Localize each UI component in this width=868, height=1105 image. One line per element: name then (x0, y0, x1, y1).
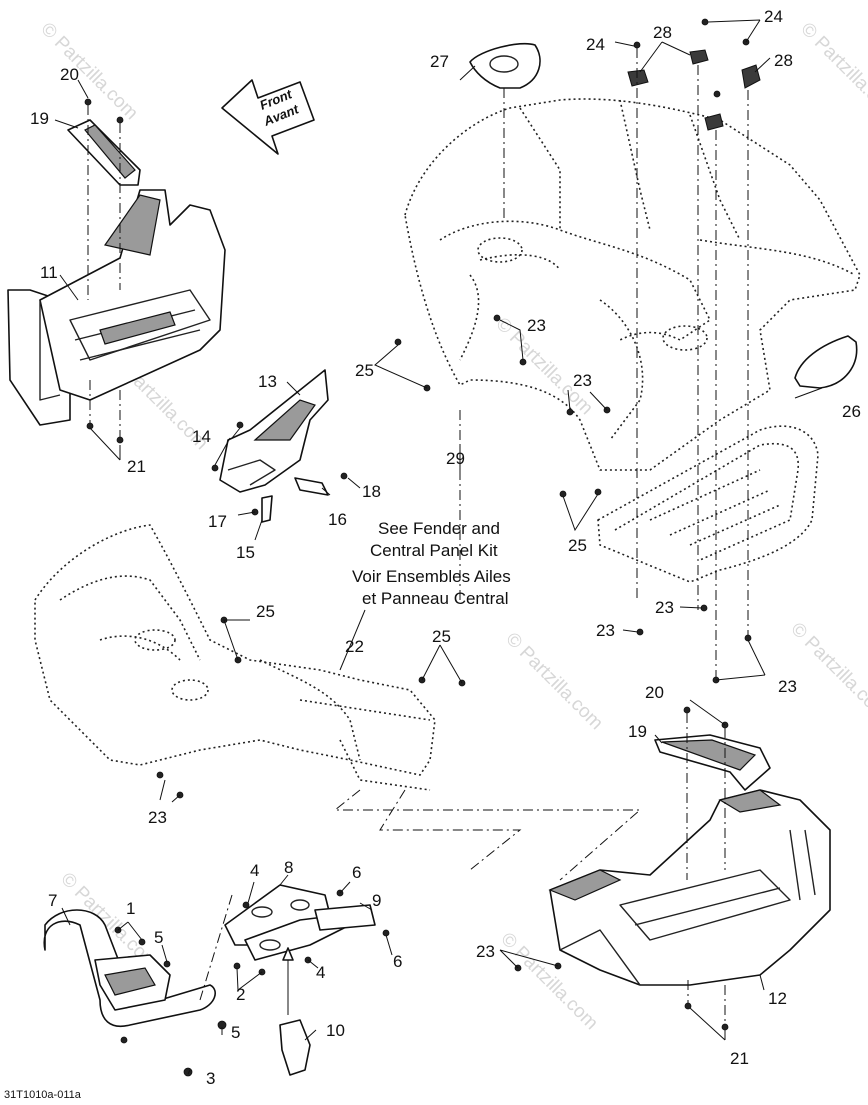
seat-pad (794, 335, 858, 389)
callout-19-left: 19 (30, 109, 49, 128)
callout-3: 3 (206, 1069, 215, 1088)
callout-17: 17 (208, 512, 227, 531)
callout-22: 22 (345, 637, 364, 656)
callout-10: 10 (326, 1021, 345, 1040)
note-fr-line-2: et Panneau Central (362, 589, 509, 608)
note-fr-line-1: Voir Ensembles Ailes (352, 567, 511, 586)
callout-5-upper: 5 (154, 928, 163, 947)
callout-9: 9 (372, 891, 381, 910)
callout-27: 27 (430, 52, 449, 71)
callout-29: 29 (446, 449, 465, 468)
watermark-7: © Partzilla.com (796, 19, 868, 124)
callout-16: 16 (328, 510, 347, 529)
callout-23-rack-c: 23 (778, 677, 797, 696)
front-fender (34, 524, 436, 791)
callout-19-right: 19 (628, 722, 647, 741)
callout-18: 18 (362, 482, 381, 501)
callout-5-lower: 5 (231, 1023, 240, 1042)
front-fender-bolts (156, 616, 466, 799)
kit-note: See Fender and Central Panel Kit Voir En… (352, 519, 511, 608)
note-en-line-1: See Fender and (378, 519, 500, 538)
callout-25-fender-right: 25 (432, 627, 451, 646)
callout-6-lower: 6 (393, 952, 402, 971)
callout-23-rack-b: 23 (596, 621, 615, 640)
alignment-lines-upper (459, 48, 749, 680)
callout-7: 7 (48, 891, 57, 910)
callout-20-left: 20 (60, 65, 79, 84)
callout-11: 11 (40, 263, 58, 282)
callout-15: 15 (236, 543, 255, 562)
callout-24-left: 24 (586, 35, 605, 54)
callout-14: 14 (192, 427, 211, 446)
callout-28-right: 28 (774, 51, 793, 70)
callout-21-right: 21 (730, 1049, 749, 1068)
callout-1: 1 (126, 899, 135, 918)
right-footwell (548, 789, 831, 986)
callout-2: 2 (236, 985, 245, 1004)
callout-20-right: 20 (645, 683, 664, 702)
leader-lines (54, 19, 823, 1075)
side-bracket-assembly (211, 369, 348, 523)
callout-23-upper-b: 23 (573, 371, 592, 390)
callout-23-rack-a: 23 (655, 598, 674, 617)
note-en-line-2: Central Panel Kit (370, 541, 498, 560)
z-alignment-line (333, 789, 642, 881)
callout-4-upper: 4 (250, 861, 259, 880)
front-bumper (43, 909, 227, 1077)
front-direction-arrow: Front Avant (221, 79, 315, 155)
callout-25-rack: 25 (568, 536, 587, 555)
reference-code: 31T1010a-011a (4, 1089, 82, 1101)
callout-28-left: 28 (653, 23, 672, 42)
callout-25-fender-left: 25 (256, 602, 275, 621)
right-footrest (654, 734, 771, 791)
callouts: 20 19 11 21 13 14 18 16 17 15 27 24 28 2… (30, 7, 861, 1088)
left-footwell (7, 189, 226, 426)
callout-23-footwell: 23 (476, 942, 495, 961)
callout-23-upper-a: 23 (527, 316, 546, 335)
callout-21-left: 21 (127, 457, 146, 476)
left-footrest (67, 119, 141, 186)
callout-4-lower: 4 (316, 963, 325, 982)
rear-fender (404, 98, 861, 471)
watermark-8: © Partzilla.com (786, 619, 868, 724)
callout-23-fender: 23 (148, 808, 167, 827)
callout-6-upper: 6 (352, 863, 361, 882)
left-footwell-bolts (84, 98, 124, 444)
top-cap (469, 42, 541, 89)
bumper-brackets (199, 884, 390, 1076)
callout-24-right: 24 (764, 7, 783, 26)
callout-25-upper: 25 (355, 361, 374, 380)
callout-26: 26 (842, 402, 861, 421)
rear-rack (597, 425, 819, 583)
watermark-1: © Partzilla.com (36, 19, 141, 124)
callout-12: 12 (768, 989, 787, 1008)
callout-13: 13 (258, 372, 277, 391)
callout-8: 8 (284, 858, 293, 877)
watermark-4: © Partzilla.com (501, 629, 606, 734)
